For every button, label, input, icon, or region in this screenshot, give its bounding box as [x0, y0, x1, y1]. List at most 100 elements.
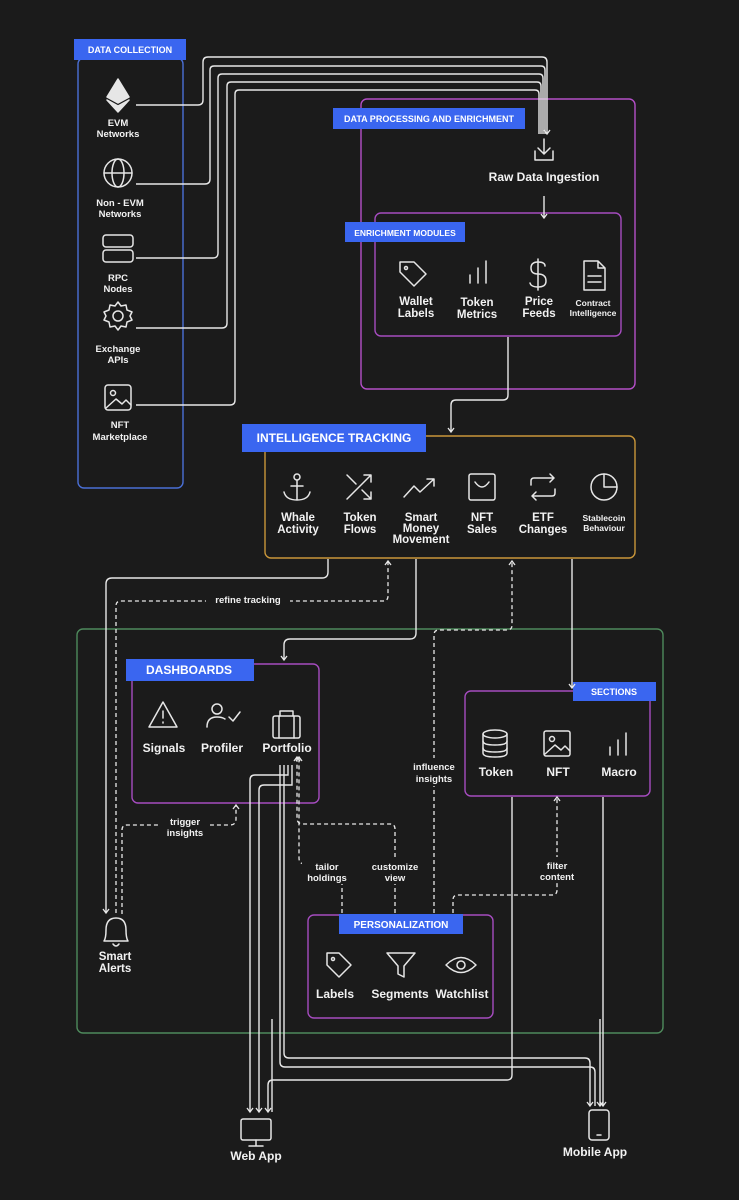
- svg-text:Intelligence: Intelligence: [570, 308, 617, 318]
- document-icon: [583, 260, 606, 291]
- data-collection-tag: DATA COLLECTION: [74, 39, 186, 60]
- intelligence-to-alerts-line: [102, 559, 329, 915]
- source-nft-marketplace: NFT Marketplace: [93, 384, 148, 443]
- tracking-nft-sales: NFT Sales: [467, 473, 497, 536]
- bar-chart-icon: [469, 260, 487, 284]
- briefcase-icon: [272, 710, 301, 739]
- dashboard-profiler: Profiler: [201, 703, 243, 755]
- svg-text:Activity: Activity: [277, 524, 319, 536]
- tracking-stablecoin-behaviour: Stablecoin Behaviour: [583, 473, 626, 533]
- portfolio-to-webapp-line: [246, 765, 289, 1114]
- refine-tracking-note: refine tracking: [206, 592, 290, 606]
- trend-up-icon: [403, 478, 435, 498]
- user-check-icon: [206, 703, 241, 728]
- svg-text:APIs: APIs: [107, 355, 128, 366]
- data-collection-panel: [77, 57, 184, 489]
- portfolio-to-mobile-line: [283, 765, 594, 1108]
- tracking-token-flows: Token Flows: [343, 474, 377, 536]
- eye-icon: [445, 956, 477, 974]
- download-icon: [534, 138, 554, 161]
- svg-text:Web App: Web App: [230, 1149, 281, 1163]
- svg-text:Stablecoin: Stablecoin: [583, 513, 626, 523]
- svg-text:Segments: Segments: [371, 987, 429, 1001]
- svg-text:influence: influence: [413, 762, 455, 773]
- intelligence-to-dashboards-line: [280, 559, 417, 662]
- svg-text:NFT: NFT: [471, 512, 493, 524]
- gear-icon: [103, 301, 133, 331]
- customize-view-line: [293, 755, 396, 913]
- tailor-holdings-note: tailor holdings: [302, 858, 352, 884]
- svg-text:Signals: Signals: [143, 741, 186, 755]
- tracking-whale-activity: Whale Activity: [277, 473, 319, 536]
- svg-text:customize: customize: [372, 862, 418, 873]
- enrichment-modules-panel: [374, 212, 622, 337]
- dashboards-panel: [131, 663, 320, 804]
- module-token-metrics: Token Metrics: [457, 260, 497, 321]
- svg-text:Watchlist: Watchlist: [436, 987, 489, 1001]
- smart-alerts: Smart Alerts: [99, 917, 132, 975]
- globe-icon: [103, 158, 133, 188]
- svg-text:Token: Token: [460, 297, 493, 309]
- svg-text:insights: insights: [167, 828, 203, 839]
- shopping-bag-icon: [468, 473, 496, 501]
- tracking-etf-changes: ETF Changes: [519, 473, 568, 536]
- svg-text:Profiler: Profiler: [201, 741, 243, 755]
- svg-text:Wallet: Wallet: [399, 296, 433, 308]
- svg-text:Marketplace: Marketplace: [93, 432, 148, 443]
- mobile-app: Mobile App: [563, 1109, 627, 1159]
- svg-text:Changes: Changes: [519, 524, 568, 536]
- section-macro: Macro: [601, 732, 637, 779]
- svg-text:Mobile App: Mobile App: [563, 1145, 627, 1159]
- phone-icon: [588, 1109, 610, 1141]
- source-evm: EVM Networks: [97, 78, 140, 140]
- svg-text:refine tracking: refine tracking: [215, 595, 281, 606]
- svg-text:NFT: NFT: [111, 420, 130, 431]
- personalization-segments: Segments: [371, 952, 429, 1001]
- svg-text:Networks: Networks: [97, 129, 140, 140]
- repeat-icon: [530, 473, 556, 501]
- dashboard-signals: Signals: [143, 701, 186, 755]
- tracking-smart-money: Smart Money Movement: [393, 478, 450, 546]
- svg-text:tailor: tailor: [315, 862, 339, 873]
- svg-text:ENRICHMENT MODULES: ENRICHMENT MODULES: [354, 228, 456, 238]
- pie-chart-icon: [590, 473, 618, 501]
- tag-icon: [399, 261, 427, 287]
- personalization-tag: PERSONALIZATION: [339, 914, 463, 934]
- source-exchange: Exchange APIs: [96, 301, 140, 366]
- dollar-icon: [529, 258, 547, 291]
- bar-chart-icon: [609, 732, 627, 756]
- image-icon: [104, 384, 132, 411]
- svg-text:Flows: Flows: [344, 524, 377, 536]
- influence-insights-note: influence insights: [410, 758, 460, 786]
- svg-text:Movement: Movement: [393, 534, 450, 546]
- intelligence-tag: INTELLIGENCE TRACKING: [242, 424, 426, 452]
- server-icon: [102, 234, 134, 263]
- svg-text:Labels: Labels: [316, 987, 354, 1001]
- sections-panel: [464, 690, 651, 797]
- dashboards-tag: DASHBOARDS: [126, 659, 254, 681]
- section-token: Token: [479, 729, 513, 779]
- warning-icon: [148, 701, 178, 728]
- sections-tag: SECTIONS: [573, 682, 656, 701]
- processing-panel: [360, 98, 636, 390]
- modules-to-intelligence-line: [447, 337, 509, 434]
- svg-text:DATA COLLECTION: DATA COLLECTION: [88, 45, 172, 55]
- svg-text:Feeds: Feeds: [522, 308, 555, 320]
- svg-text:view: view: [385, 873, 406, 884]
- filter-content-line: [452, 795, 561, 913]
- nft-to-ingestion-line: [136, 89, 540, 406]
- svg-text:Nodes: Nodes: [103, 284, 132, 295]
- nonevm-to-ingestion-line: [136, 65, 546, 185]
- evm-to-ingestion-line: [136, 56, 551, 136]
- module-contract-intelligence: Contract Intelligence: [570, 260, 617, 318]
- svg-text:INTELLIGENCE TRACKING: INTELLIGENCE TRACKING: [257, 431, 412, 445]
- flow-lines: [102, 56, 607, 1114]
- svg-text:trigger: trigger: [170, 817, 200, 828]
- ethereum-icon: [106, 78, 130, 113]
- svg-text:Token: Token: [343, 512, 376, 524]
- svg-text:insights: insights: [416, 774, 452, 785]
- svg-text:Alerts: Alerts: [99, 963, 132, 975]
- tailor-holdings-line: [295, 755, 343, 913]
- svg-text:Macro: Macro: [601, 765, 636, 779]
- svg-text:Non - EVM: Non - EVM: [96, 198, 144, 209]
